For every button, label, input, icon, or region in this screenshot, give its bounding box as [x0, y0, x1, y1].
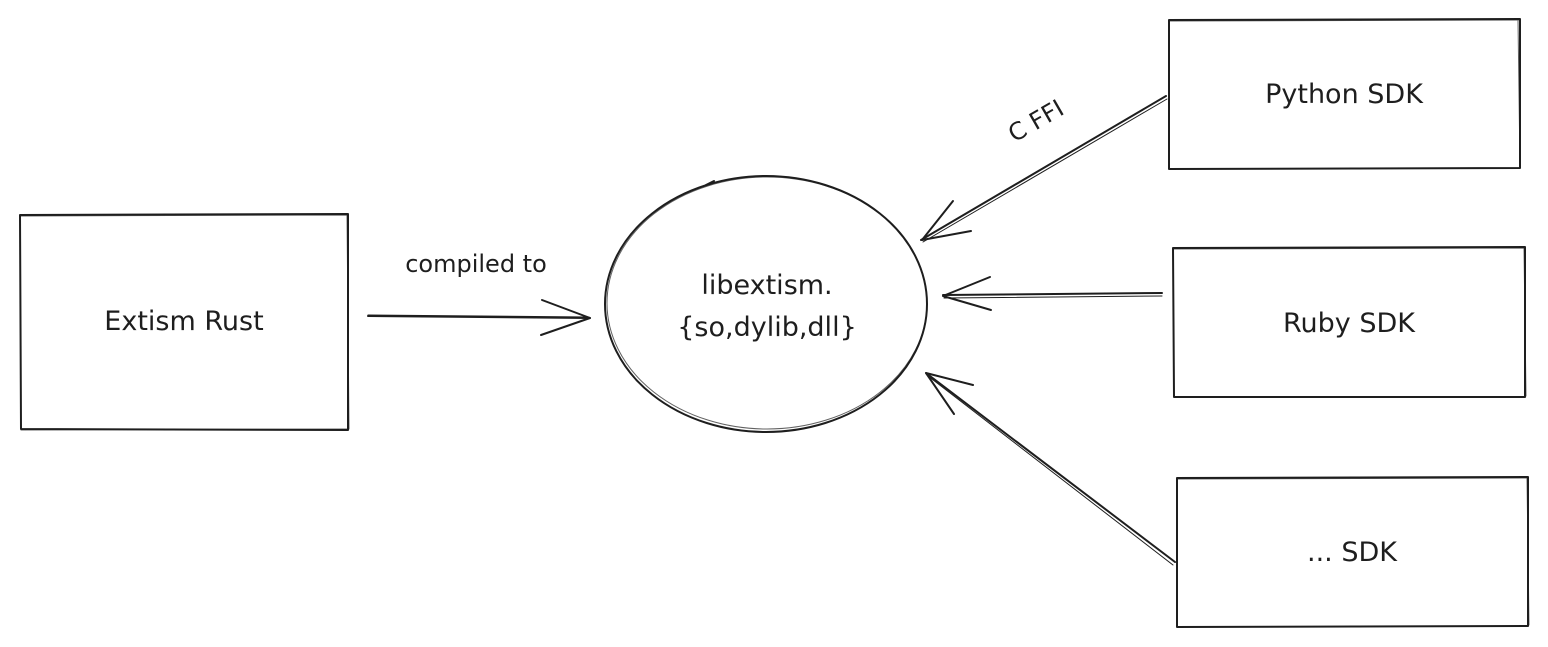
compiled-to-arrow[interactable]: [367, 299, 591, 336]
python-to-lib-arrow[interactable]: [920, 95, 1168, 243]
ruby-sdk-label: Ruby SDK: [1283, 308, 1416, 339]
c-ffi-label: C FFI: [1003, 94, 1068, 148]
ruby-to-lib-arrow[interactable]: [942, 276, 1163, 311]
other-to-lib-arrow[interactable]: [925, 372, 1176, 566]
extism-rust-label: Extism Rust: [104, 306, 263, 337]
ruby-sdk-box[interactable]: [1172, 246, 1527, 398]
other-sdk-box[interactable]: [1176, 476, 1530, 628]
libextism-label-line2: {so,dylib,dll}: [677, 312, 857, 343]
python-sdk-label: Python SDK: [1265, 79, 1424, 110]
other-sdk-label: ... SDK: [1307, 537, 1398, 568]
python-sdk-box[interactable]: [1168, 18, 1521, 170]
extism-rust-box[interactable]: [19, 213, 350, 431]
compiled-to-label: compiled to: [405, 250, 547, 278]
libextism-node[interactable]: [604, 175, 928, 433]
libextism-label-line1: libextism.: [701, 270, 832, 301]
